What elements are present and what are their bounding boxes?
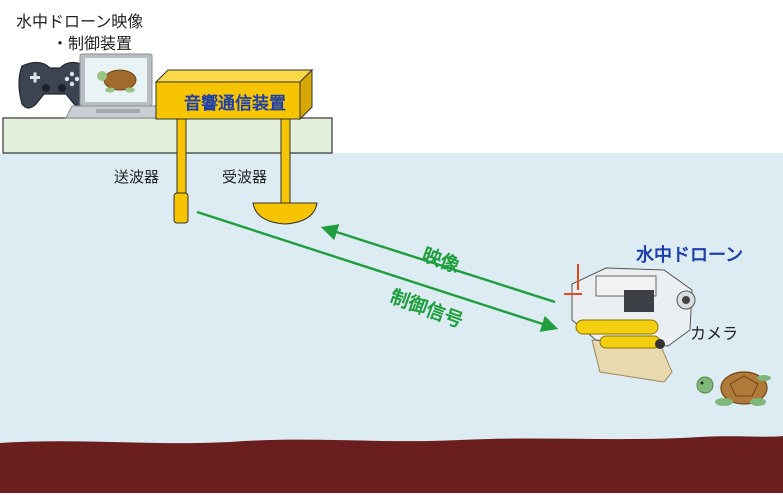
receiver-label: 受波器 [222, 168, 268, 186]
acoustic-device [154, 68, 314, 121]
transmitter-label: 送波器 [114, 168, 160, 186]
receiver [252, 118, 318, 225]
title-line-2: ・制御装置 [52, 34, 133, 53]
transmitter [173, 118, 189, 224]
underwater-drone-icon [564, 264, 696, 383]
acoustic-device-label: 音響通信装置 [184, 94, 286, 114]
title-line-1: 水中ドローン映像 [16, 12, 144, 31]
drone-label: 水中ドローン [636, 245, 744, 266]
shelf [2, 117, 333, 154]
control-signal-arrow [196, 210, 559, 332]
seabed [0, 436, 783, 493]
turtle-icon [696, 371, 771, 406]
laptop-icon [65, 53, 169, 119]
camera-label: カメラ [690, 324, 739, 343]
video-arrow [320, 224, 556, 304]
